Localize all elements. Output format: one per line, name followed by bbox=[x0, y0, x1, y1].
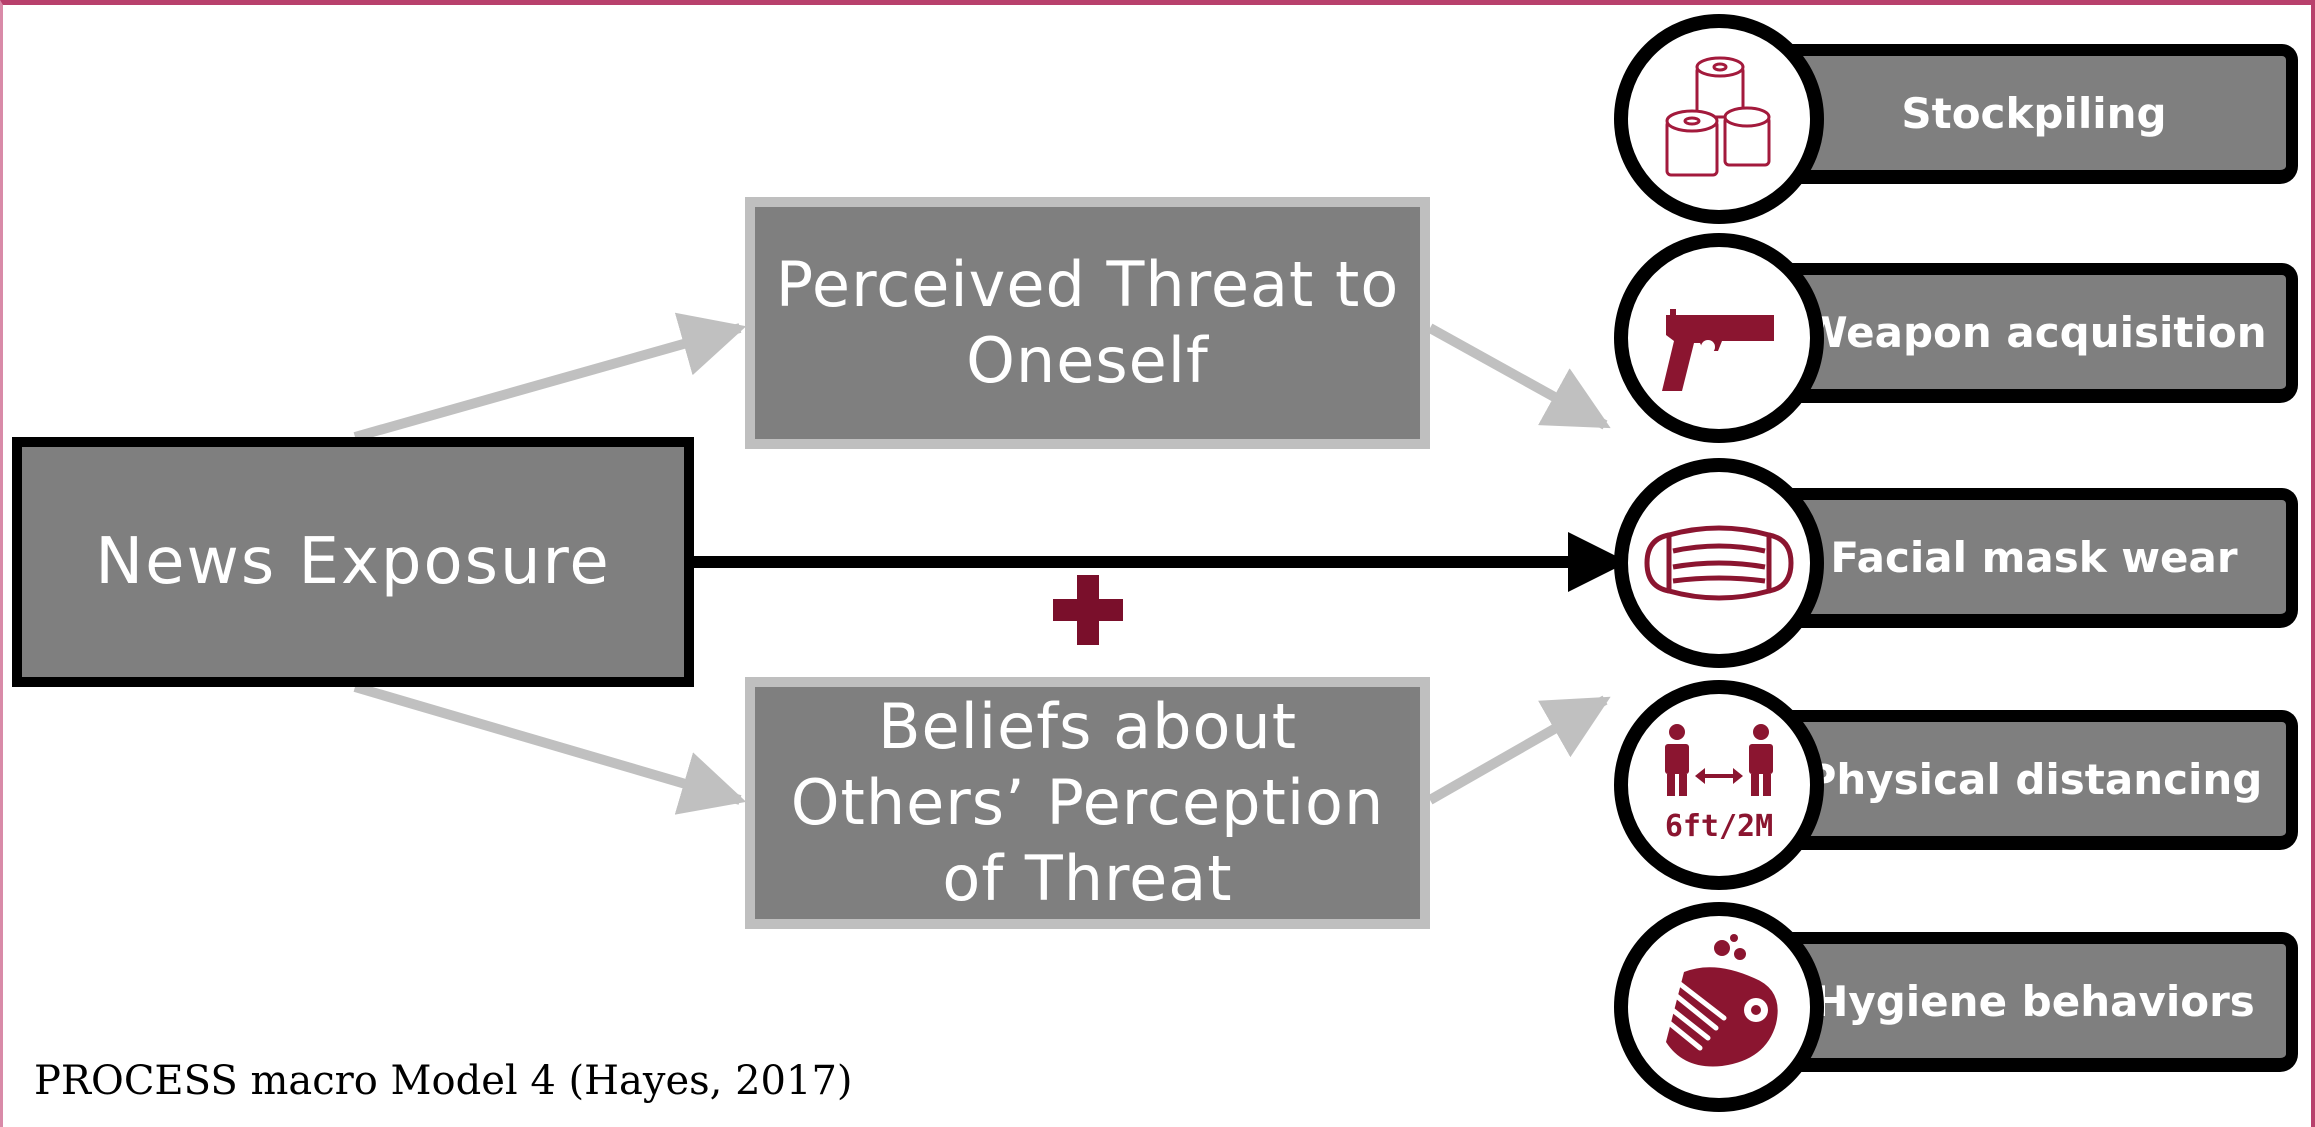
hand-washing-icon bbox=[1614, 902, 1824, 1112]
outcome-label: Weapon acquisition bbox=[1801, 307, 2267, 357]
outcome-facial-mask-wear: Facial mask wear bbox=[1600, 458, 2298, 668]
toilet-paper-icon bbox=[1614, 14, 1824, 224]
arrow-x-to-m2 bbox=[353, 682, 747, 815]
distance-text: 6ft/2M bbox=[1665, 809, 1773, 844]
distancing-icon: 6ft/2M bbox=[1614, 680, 1824, 890]
mediator-2-line-1: Beliefs about bbox=[878, 690, 1297, 763]
outcome-label: Facial mask wear bbox=[1830, 532, 2238, 582]
mediator-others-perception-box: Beliefs about Others’ Perception of Thre… bbox=[745, 677, 1430, 929]
news-exposure-label: News Exposure bbox=[95, 525, 611, 599]
mediator-1-line-2: Oneself bbox=[966, 324, 1209, 397]
outcome-hygiene-behaviors: Hygiene behaviors bbox=[1600, 902, 2298, 1112]
footnote: PROCESS macro Model 4 (Hayes, 2017) bbox=[34, 1058, 853, 1104]
pistol-icon bbox=[1614, 233, 1824, 443]
outcome-label: Stockpiling bbox=[1901, 88, 2167, 138]
outcome-weapon-acquisition: Weapon acquisition bbox=[1600, 233, 2298, 443]
outcome-physical-distancing: Physical distancing 6ft/2M bbox=[1600, 680, 2298, 890]
mediator-2-line-3: of Threat bbox=[942, 842, 1233, 915]
outcome-label: Physical distancing bbox=[1805, 754, 2263, 804]
outcome-label: Hygiene behaviors bbox=[1813, 976, 2255, 1026]
news-exposure-box: News Exposure bbox=[12, 437, 694, 687]
arrow-m1-to-y bbox=[1427, 323, 1611, 430]
mediator-2-line-2: Others’ Perception bbox=[790, 766, 1385, 839]
plus-icon bbox=[1053, 575, 1123, 645]
outcome-stockpiling: Stockpiling bbox=[1600, 14, 2298, 224]
mediator-1-line-1: Perceived Threat to bbox=[775, 248, 1400, 321]
arrow-x-to-m1 bbox=[353, 312, 747, 442]
face-mask-icon bbox=[1614, 458, 1824, 668]
arrow-m2-to-y bbox=[1427, 695, 1611, 805]
mediator-threat-self-box: Perceived Threat to Oneself bbox=[745, 197, 1430, 449]
